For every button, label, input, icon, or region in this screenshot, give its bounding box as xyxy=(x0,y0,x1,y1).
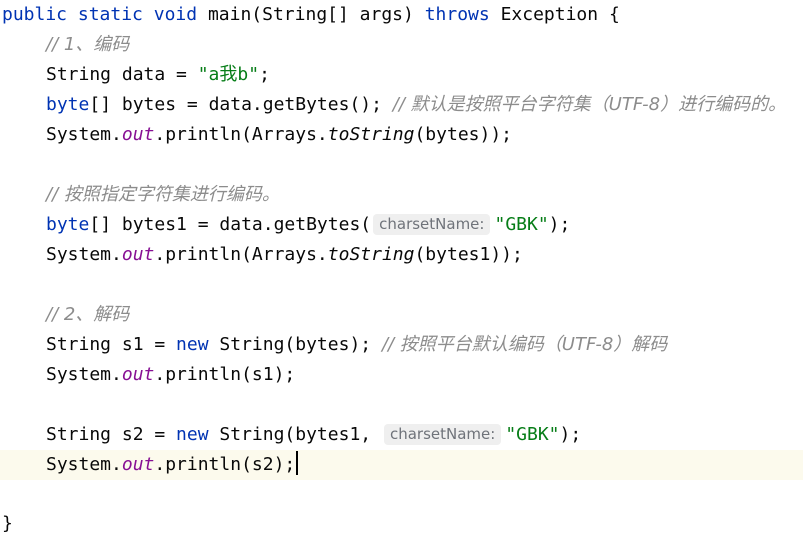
code-line[interactable]: String data = "a我b"; xyxy=(0,60,803,90)
statement-end: ); xyxy=(548,214,571,235)
method-signature: main(String[] args) xyxy=(207,4,414,25)
keyword-public: public xyxy=(2,4,68,25)
code-line[interactable]: System.out.println(Arrays.toString(bytes… xyxy=(0,240,803,270)
keyword-static: static xyxy=(77,4,143,25)
parameter-hint: charsetName: xyxy=(373,214,491,235)
code-line[interactable]: } xyxy=(0,509,803,535)
code-text: .println(Arrays. xyxy=(154,244,328,265)
code-text: (bytes1)); xyxy=(414,244,523,265)
comment-encode: // 1、编码 xyxy=(46,34,130,55)
static-field-out: out xyxy=(121,454,155,475)
exception-type: Exception { xyxy=(500,4,620,25)
static-method-tostring: toString xyxy=(327,244,415,265)
closing-brace: } xyxy=(2,513,13,534)
code-text: System. xyxy=(46,364,122,385)
keyword-throws: throws xyxy=(424,4,490,25)
code-text: [] bytes1 = data.getBytes( xyxy=(89,214,372,235)
comment-specified-charset: // 按照指定字符集进行编码。 xyxy=(46,184,280,205)
keyword-byte: byte xyxy=(46,214,90,235)
code-text: .println(s1); xyxy=(154,364,296,385)
code-text: System. xyxy=(46,454,122,475)
code-line[interactable]: // 1、编码 xyxy=(0,30,803,60)
statement-end: ; xyxy=(259,64,270,85)
code-text: (bytes)); xyxy=(414,124,513,145)
code-text: .println(s2); xyxy=(154,454,296,475)
code-line[interactable]: // 按照指定字符集进行编码。 xyxy=(0,180,803,210)
string-literal: "GBK" xyxy=(494,214,549,235)
code-text: System. xyxy=(46,244,122,265)
static-field-out: out xyxy=(121,364,155,385)
string-literal: "GBK" xyxy=(505,424,560,445)
comment-platform-decode: // 按照平台默认编码（UTF-8）解码 xyxy=(381,334,668,355)
static-field-out: out xyxy=(121,244,155,265)
code-text: String(bytes); xyxy=(208,334,382,355)
statement-end: ); xyxy=(559,424,582,445)
variable-declaration: String s2 = xyxy=(46,424,177,445)
keyword-void: void xyxy=(153,4,198,25)
comment-decode: // 2、解码 xyxy=(46,304,130,325)
code-text: [] bytes = data.getBytes(); xyxy=(89,94,393,115)
static-method-tostring: toString xyxy=(327,124,415,145)
code-text: .println(Arrays. xyxy=(154,124,328,145)
variable-declaration: String s1 = xyxy=(46,334,177,355)
keyword-new: new xyxy=(176,334,209,355)
keyword-new: new xyxy=(176,424,209,445)
code-line[interactable]: // 2、解码 xyxy=(0,300,803,330)
code-line[interactable]: String s2 = new String(bytes1, charsetNa… xyxy=(0,420,803,450)
code-line[interactable]: String s1 = new String(bytes); // 按照平台默认… xyxy=(0,330,803,360)
string-literal: "a我b" xyxy=(197,64,260,85)
code-line[interactable]: public static void main(String[] args) t… xyxy=(0,0,803,30)
code-line[interactable]: System.out.println(Arrays.toString(bytes… xyxy=(0,120,803,150)
code-line[interactable]: byte[] bytes1 = data.getBytes(charsetNam… xyxy=(0,210,803,240)
code-line[interactable]: System.out.println(s1); xyxy=(0,360,803,390)
current-code-line[interactable]: System.out.println(s2); xyxy=(0,450,803,480)
comment-default-charset: // 默认是按照平台字符集（UTF-8）进行编码的。 xyxy=(392,94,787,115)
keyword-byte: byte xyxy=(46,94,90,115)
code-text: System. xyxy=(46,124,122,145)
parameter-hint: charsetName: xyxy=(383,424,502,445)
code-line[interactable]: byte[] bytes = data.getBytes(); // 默认是按照… xyxy=(0,90,803,120)
variable-declaration: String data = xyxy=(46,64,198,85)
static-field-out: out xyxy=(121,124,155,145)
text-caret xyxy=(296,451,299,475)
code-text: String(bytes1, xyxy=(208,424,382,445)
